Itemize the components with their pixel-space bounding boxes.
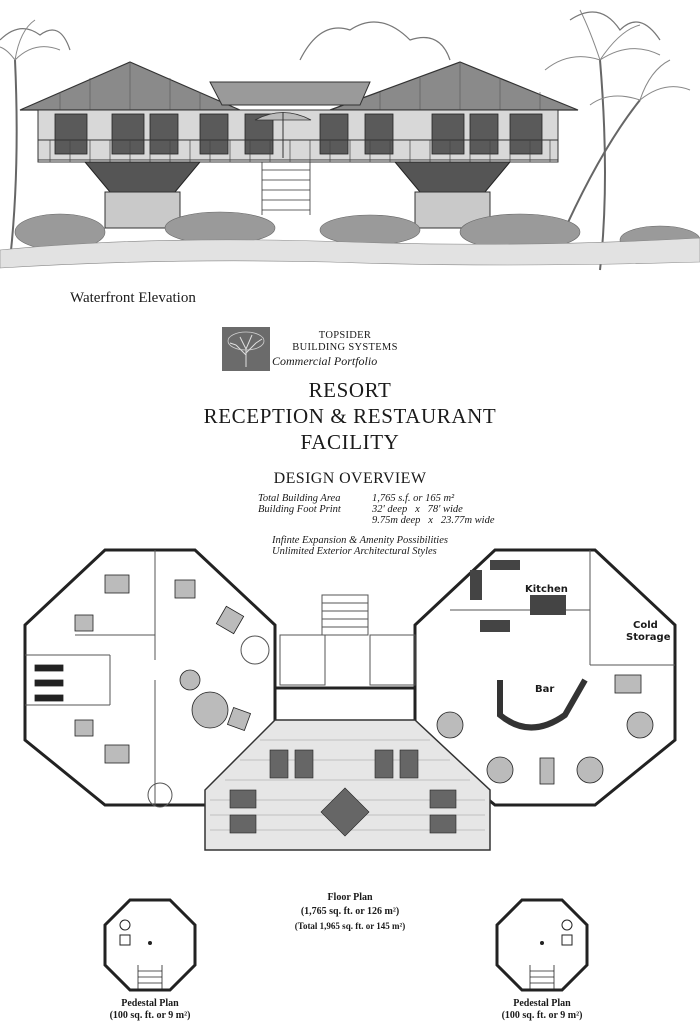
- brand-portfolio: Commercial Portfolio: [272, 354, 378, 368]
- spec-value-area: 1,765 s.f. or 165 m²: [372, 493, 455, 504]
- label-cold-storage-1: Cold: [633, 620, 658, 631]
- spec-label-footprint: Building Foot Print: [258, 504, 341, 515]
- pedestal-plan-left-area: (100 sq. ft. or 9 m²): [109, 1010, 191, 1021]
- design-overview-heading: DESIGN OVERVIEW: [273, 470, 427, 487]
- title-line1: RESORT: [308, 378, 392, 402]
- floor-plan-title: Floor Plan: [327, 892, 373, 903]
- label-bar: Bar: [535, 684, 555, 695]
- waterfront-elevation-drawing: [0, 9, 700, 271]
- pedestal-plan-right-drawing: [495, 898, 589, 992]
- title-line2: RECEPTION & RESTAURANT: [203, 404, 497, 428]
- brand-name-line2: BUILDING SYSTEMS: [292, 342, 398, 353]
- floor-plan-drawing: [23, 548, 677, 851]
- pedestal-plan-left-title: Pedestal Plan: [121, 998, 179, 1009]
- note-styles: Unlimited Exterior Architectural Styles: [272, 546, 437, 557]
- spec-label-area: Total Building Area: [258, 493, 341, 504]
- brand-name-line1: TOPSIDER: [318, 330, 372, 341]
- pedestal-plan-left-drawing: [103, 898, 197, 992]
- elevation-caption: Waterfront Elevation: [70, 290, 196, 306]
- title-line3: FACILITY: [300, 430, 400, 454]
- floor-plan-area: (1,765 sq. ft. or 126 m²): [300, 906, 400, 917]
- pedestal-plan-right-area: (100 sq. ft. or 9 m²): [501, 1010, 583, 1021]
- spec-value-footprint: 32' deep x 78' wide: [372, 504, 463, 515]
- label-cold-storage-2: Storage: [626, 632, 671, 643]
- company-logo: [222, 327, 270, 371]
- floor-plan-total-area: (Total 1,965 sq. ft. or 145 m²): [294, 921, 406, 931]
- pedestal-plan-right-title: Pedestal Plan: [513, 998, 571, 1009]
- spec-value-footprint-metric: 9.75m deep x 23.77m wide: [372, 515, 495, 526]
- label-kitchen: Kitchen: [525, 584, 568, 595]
- note-expansion: Infinte Expansion & Amenity Possibilitie…: [272, 535, 448, 546]
